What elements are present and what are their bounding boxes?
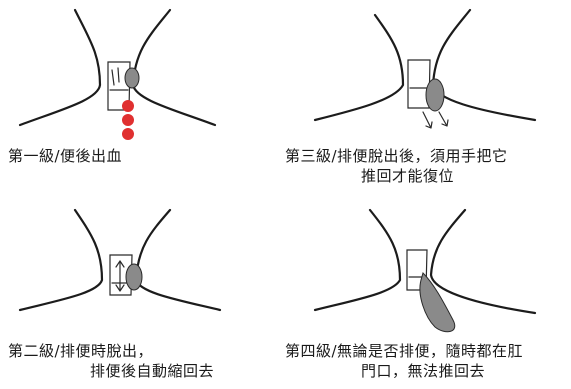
buttock-right-outline xyxy=(431,210,535,313)
stage-2-caption-line1: 第二級/排便時脫出， xyxy=(8,341,214,361)
hemorrhoid-shape xyxy=(420,273,455,332)
stage-4-panel: 第四級/無論是否排便，隨時都在肛 門口，無法推回去 xyxy=(285,195,571,389)
stage-3-caption-line2: 推回才能復位 xyxy=(285,166,508,186)
buttock-left-outline xyxy=(315,15,403,120)
stage-3-panel: 第三級/排便脫出後，須用手把它 推回才能復位 xyxy=(285,0,571,195)
stage-2-caption-line2: 排便後自動縮回去 xyxy=(8,361,214,381)
blood-drop xyxy=(122,100,134,112)
stage-4-caption-line2: 門口，無法推回去 xyxy=(285,361,523,381)
buttock-left-outline xyxy=(20,210,102,310)
stage-4-illustration xyxy=(285,195,571,345)
stage-1-caption-line1: 第一級/便後出血 xyxy=(8,146,122,166)
stage-2-illustration xyxy=(0,195,285,345)
stage-3-caption-line1: 第三級/排便脫出後，須用手把它 xyxy=(285,146,508,166)
buttock-left-outline xyxy=(20,10,100,125)
stage-1-illustration xyxy=(0,0,285,170)
stage-1-caption: 第一級/便後出血 xyxy=(8,146,122,166)
stage-3-illustration xyxy=(285,0,571,170)
blood-drop xyxy=(122,128,134,140)
hemorrhoid-shape xyxy=(125,68,139,88)
blood-drop xyxy=(122,114,134,126)
hemorrhoid-shape xyxy=(126,264,142,290)
stage-4-caption: 第四級/無論是否排便，隨時都在肛 門口，無法推回去 xyxy=(285,341,523,381)
stage-3-caption: 第三級/排便脫出後，須用手把它 推回才能復位 xyxy=(285,146,508,186)
stage-2-panel: 第二級/排便時脫出， 排便後自動縮回去 xyxy=(0,195,285,389)
buttock-right-outline xyxy=(136,210,220,310)
buttock-left-outline xyxy=(315,210,400,310)
buttock-right-outline xyxy=(133,10,215,125)
buttock-right-outline xyxy=(433,10,535,120)
stage-1-panel: 第一級/便後出血 xyxy=(0,0,285,195)
stage-4-caption-line1: 第四級/無論是否排便，隨時都在肛 xyxy=(285,341,523,361)
stage-2-caption: 第二級/排便時脫出， 排便後自動縮回去 xyxy=(8,341,214,381)
hemorrhoid-shape xyxy=(426,79,444,111)
